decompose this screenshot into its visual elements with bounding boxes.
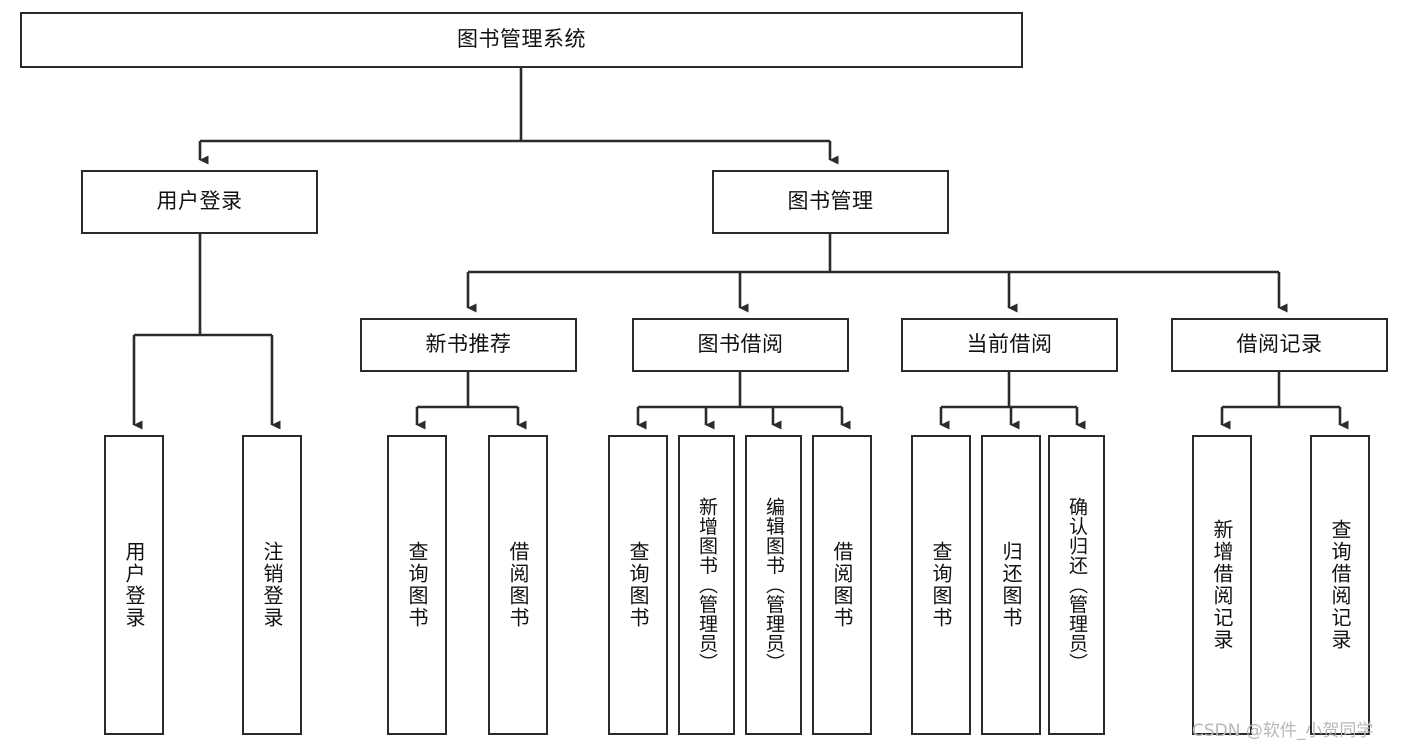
leaf-query-record-label: 查询借阅记录 [1328, 519, 1352, 651]
leaf-logout[interactable]: 注销登录 [242, 435, 302, 735]
node-current-borrow-label: 当前借阅 [966, 332, 1053, 357]
leaf-logout-label: 注销登录 [260, 541, 284, 629]
csdn-watermark: CSDN @软件_小贺同学 [1192, 721, 1374, 741]
leaf-query-record[interactable]: 查询借阅记录 [1310, 435, 1370, 735]
leaf-query-book-2-label: 查询图书 [626, 541, 650, 629]
leaf-confirm-return[interactable]: 确认归还（管理员） [1048, 435, 1105, 735]
leaf-borrow-book-2-label: 借阅图书 [830, 541, 854, 629]
node-root[interactable]: 图书管理系统 [20, 12, 1023, 68]
node-root-label: 图书管理系统 [457, 27, 586, 52]
node-user-login[interactable]: 用户登录 [81, 170, 318, 234]
leaf-edit-book[interactable]: 编辑图书（管理员） [745, 435, 802, 735]
leaf-add-book-label: 新增图书（管理员） [696, 497, 718, 673]
leaf-borrow-book-1[interactable]: 借阅图书 [488, 435, 548, 735]
node-book-borrow-label: 图书借阅 [697, 332, 784, 357]
leaf-user-login[interactable]: 用户登录 [104, 435, 164, 735]
leaf-user-login-label: 用户登录 [122, 541, 146, 629]
node-book-manage-label: 图书管理 [787, 189, 874, 214]
node-user-login-label: 用户登录 [156, 189, 243, 214]
node-book-borrow[interactable]: 图书借阅 [632, 318, 849, 372]
leaf-borrow-book-2[interactable]: 借阅图书 [812, 435, 872, 735]
leaf-return-book[interactable]: 归还图书 [981, 435, 1041, 735]
leaf-confirm-return-label: 确认归还（管理员） [1066, 497, 1088, 673]
leaf-return-book-label: 归还图书 [999, 541, 1023, 629]
leaf-query-book-1[interactable]: 查询图书 [387, 435, 447, 735]
leaf-add-record[interactable]: 新增借阅记录 [1192, 435, 1252, 735]
node-new-book-rec[interactable]: 新书推荐 [360, 318, 577, 372]
node-new-book-rec-label: 新书推荐 [425, 332, 512, 357]
leaf-query-book-3-label: 查询图书 [929, 541, 953, 629]
leaf-query-book-2[interactable]: 查询图书 [608, 435, 668, 735]
node-current-borrow[interactable]: 当前借阅 [901, 318, 1118, 372]
node-borrow-record[interactable]: 借阅记录 [1171, 318, 1388, 372]
leaf-borrow-book-1-label: 借阅图书 [506, 541, 530, 629]
leaf-query-book-1-label: 查询图书 [405, 541, 429, 629]
leaf-add-book[interactable]: 新增图书（管理员） [678, 435, 735, 735]
node-borrow-record-label: 借阅记录 [1236, 332, 1323, 357]
node-book-manage[interactable]: 图书管理 [712, 170, 949, 234]
leaf-edit-book-label: 编辑图书（管理员） [763, 497, 785, 673]
leaf-add-record-label: 新增借阅记录 [1210, 519, 1234, 651]
leaf-query-book-3[interactable]: 查询图书 [911, 435, 971, 735]
